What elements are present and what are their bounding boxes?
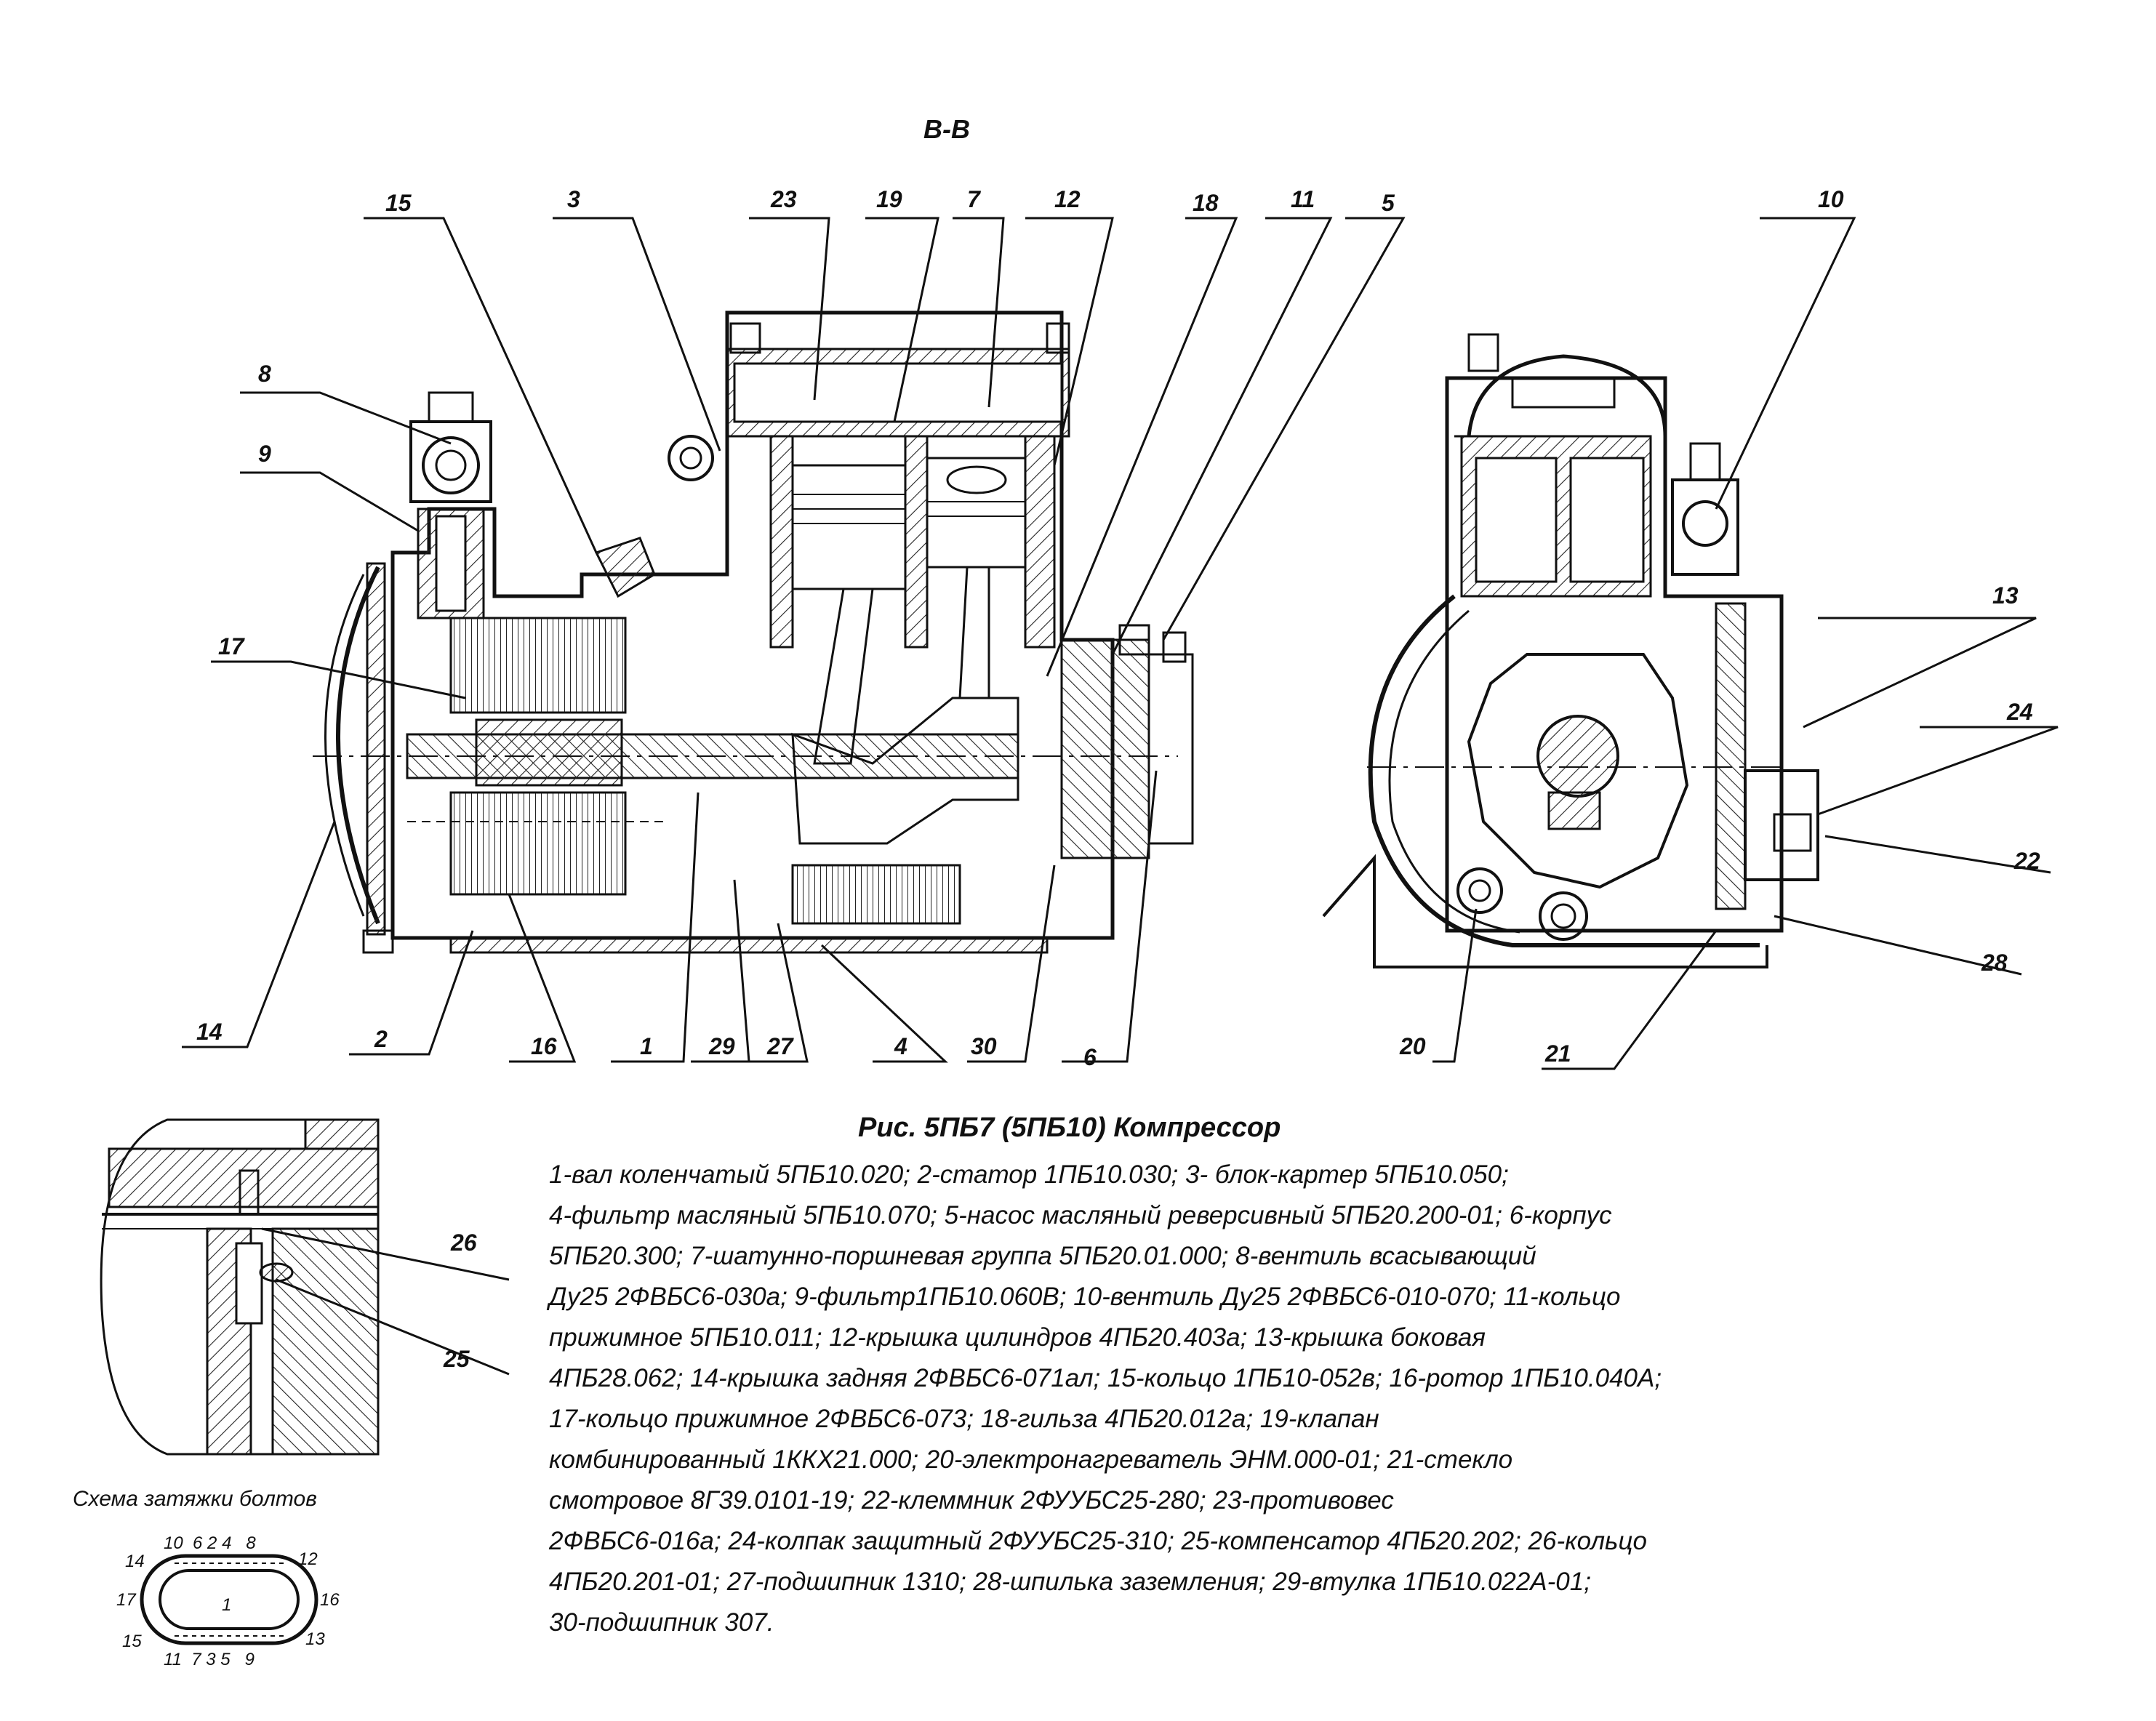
bolt-number-14: 14: [125, 1552, 145, 1571]
callout-labels: В-В 15 3 23 19 7 12 18 11 5 10 8 9 17 14…: [196, 114, 2040, 1372]
callout-8: 8: [258, 361, 271, 387]
callout-3: 3: [567, 186, 580, 212]
figure-caption-title: Рис. 5ПБ7 (5ПБ10) Компрессор: [858, 1112, 1281, 1143]
bolt-number-12: 12: [298, 1549, 318, 1569]
callout-10: 10: [1818, 186, 1844, 212]
bolt-scheme-title: Схема затяжки болтов: [73, 1487, 317, 1511]
callout-19: 19: [876, 186, 902, 212]
callout-28: 28: [1981, 950, 2008, 976]
callout-18: 18: [1193, 190, 1219, 216]
callout-16: 16: [531, 1033, 557, 1059]
legend-line: комбинированный 1ККХ21.000; 20-электрона…: [549, 1445, 1513, 1474]
bolt-numbers-top: 10 6 2 4 8: [164, 1533, 256, 1553]
cross-section-view: [1322, 333, 1819, 968]
callout-20: 20: [1399, 1033, 1426, 1059]
callout-4: 4: [894, 1033, 907, 1059]
callout-23: 23: [770, 186, 797, 212]
legend-line: 17-кольцо прижимное 2ФВБС6-073; 18-гильз…: [549, 1405, 1379, 1433]
detail-view-compensator: [100, 1118, 380, 1456]
bolt-numbers-bottom: 11 7 3 5 9: [164, 1650, 255, 1669]
legend-line: Ду25 2ФВБС6-030а; 9-фильтр1ПБ10.060В; 10…: [549, 1283, 1621, 1311]
legend-line: 5ПБ20.300; 7-шатунно-поршневая группа 5П…: [549, 1242, 1536, 1270]
callout-24: 24: [2006, 699, 2033, 725]
callout-15: 15: [385, 190, 412, 216]
callout-22: 22: [2013, 848, 2040, 874]
callout-13: 13: [1992, 582, 2019, 609]
callout-21: 21: [1544, 1040, 1571, 1067]
callout-2: 2: [374, 1026, 388, 1052]
bolt-number-15: 15: [122, 1632, 142, 1651]
bolt-scheme: 10 6 2 4 8 11 7 3 5 9 14 17 15 12 16 13 …: [116, 1533, 340, 1669]
legend-line: 30-подшипник 307.: [549, 1608, 774, 1637]
callout-5: 5: [1382, 190, 1395, 216]
callout-1: 1: [640, 1033, 653, 1059]
callout-14: 14: [196, 1019, 223, 1045]
bolt-number-13: 13: [305, 1629, 325, 1649]
main-section-view: [313, 310, 1194, 954]
callout-9: 9: [258, 441, 271, 467]
leader-lines: [182, 217, 2059, 1376]
legend-line: 4ПБ20.201-01; 27-подшипник 1310; 28-шпил…: [549, 1568, 1591, 1596]
parts-legend: 1-вал коленчатый 5ПБ10.020; 2-статор 1ПБ…: [549, 1155, 1872, 1643]
callout-26: 26: [450, 1229, 477, 1256]
callout-30: 30: [971, 1033, 997, 1059]
callout-25: 25: [443, 1346, 470, 1372]
legend-line: 1-вал коленчатый 5ПБ10.020; 2-статор 1ПБ…: [549, 1160, 1509, 1189]
callout-17: 17: [218, 633, 246, 659]
legend-line: смотровое 8Г39.0101-19; 22-клеммник 2ФУУ…: [549, 1486, 1394, 1515]
callout-6: 6: [1083, 1044, 1097, 1070]
callout-12: 12: [1054, 186, 1081, 212]
bolt-center-label: 1: [222, 1595, 231, 1615]
callout-29: 29: [708, 1033, 735, 1059]
bolt-number-16: 16: [320, 1590, 340, 1610]
legend-line: 4-фильтр масляный 5ПБ10.070; 5-насос мас…: [549, 1201, 1612, 1229]
callout-11: 11: [1291, 186, 1315, 212]
bolt-number-17: 17: [116, 1590, 137, 1610]
legend-line: 4ПБ28.062; 14-крышка задняя 2ФВБС6-071ал…: [549, 1364, 1662, 1392]
section-label: В-В: [923, 114, 970, 144]
callout-7: 7: [967, 186, 982, 212]
legend-line: прижимное 5ПБ10.011; 12-крышка цилиндров…: [549, 1323, 1486, 1352]
legend-line: 2ФВБС6-016а; 24-колпак защитный 2ФУУБС25…: [549, 1527, 1647, 1555]
callout-27: 27: [766, 1033, 795, 1059]
